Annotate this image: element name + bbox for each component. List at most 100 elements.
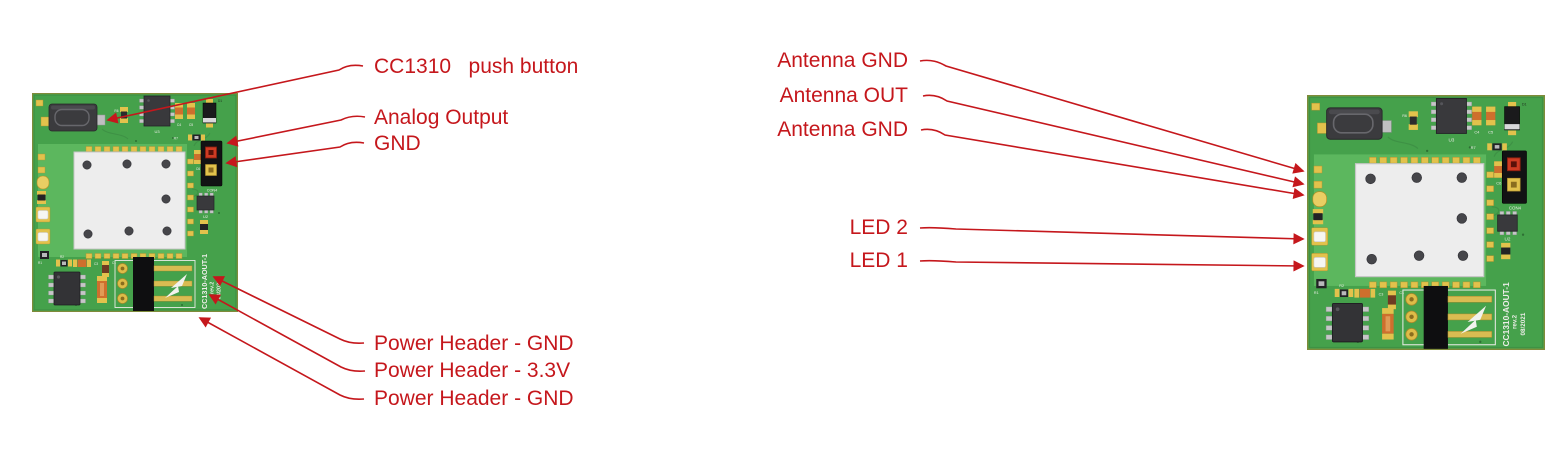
capacitor-bulk: [1382, 308, 1394, 340]
svg-text:R7: R7: [1471, 145, 1476, 150]
led-2: [1311, 227, 1329, 246]
svg-text:CON4: CON4: [1509, 206, 1522, 211]
diode-d1: D1: [1504, 101, 1527, 136]
label-cc1310-push-button: CC1310 push button: [374, 55, 579, 78]
resistor-r1: R1: [38, 251, 49, 265]
resistor-r7: R7: [174, 134, 205, 141]
svg-text:rev.2: rev.2: [210, 282, 216, 294]
svg-text:C3: C3: [94, 262, 98, 266]
leader-antenna-out: [922, 94, 1305, 188]
ic-eeprom: [1325, 302, 1369, 343]
module-pads-bottom: [85, 253, 183, 259]
svg-text:R6: R6: [1402, 114, 1407, 118]
resistor-r2: R2: [1334, 284, 1354, 298]
antenna-out-pad: [1312, 191, 1327, 208]
gnd-pad: [1507, 177, 1521, 192]
svg-text:D1: D1: [218, 99, 222, 103]
svg-text:08/2021: 08/2021: [1520, 312, 1527, 335]
capacitor-c6: C6: [194, 150, 202, 171]
svg-text:C4: C4: [1474, 129, 1480, 134]
led-1: [35, 228, 51, 245]
module-holes: [1365, 172, 1469, 265]
svg-text:R2: R2: [60, 255, 64, 259]
svg-text:C1: C1: [112, 261, 116, 265]
push-button: [40, 103, 106, 132]
svg-text:U3: U3: [154, 129, 160, 134]
leader-power-gnd-bottom: [198, 317, 365, 401]
capacitor-c3: C3: [73, 259, 98, 267]
label-antenna-out: Antenna OUT: [779, 84, 908, 107]
antenna-gnd-pad-bottom: [1313, 180, 1323, 189]
module-pads-top: [85, 146, 183, 152]
resistor-r6: R6: [1402, 111, 1418, 130]
ic-u3: U3: [1431, 98, 1472, 143]
svg-text:U3: U3: [1448, 138, 1454, 143]
resistor-d3: [1501, 242, 1511, 260]
label-led2: LED 2: [849, 216, 908, 239]
gnd-pad: [205, 164, 217, 176]
analog-output-pad: [1506, 157, 1521, 172]
led-2: [35, 206, 51, 223]
module-holes: [82, 159, 172, 239]
module-pads-top: [1369, 157, 1481, 164]
module-pads-right-column: [1486, 171, 1494, 262]
pcb-board-right: R1 R6 U3: [1307, 95, 1545, 350]
label-antenna-gnd-bottom: Antenna GND: [777, 118, 908, 141]
resistor-r7: R7: [1471, 143, 1507, 151]
power-header-body: [133, 257, 154, 311]
resistor-r1: R1: [1314, 278, 1327, 295]
leader-antenna-gnd-top: [919, 59, 1305, 174]
capacitor-c1: C1: [1387, 290, 1404, 310]
resistor-d3: [200, 220, 208, 234]
corner-pad: [1311, 102, 1320, 111]
svg-text:R1: R1: [1314, 291, 1319, 295]
label-power-gnd-top: Power Header - GND: [374, 332, 574, 355]
svg-text:CC1310-AOUT-1: CC1310-AOUT-1: [1501, 282, 1511, 347]
leader-antenna-gnd-bottom: [920, 128, 1305, 199]
resistor-r2: R2: [56, 255, 72, 267]
svg-text:rev.2: rev.2: [1512, 314, 1519, 329]
svg-text:R2: R2: [1339, 284, 1344, 288]
svg-text:C3: C3: [1379, 292, 1384, 296]
svg-text:C5: C5: [1488, 129, 1494, 134]
svg-text:08/2021: 08/2021: [217, 280, 223, 300]
ic-eeprom: [48, 271, 86, 306]
svg-text:R7: R7: [174, 137, 178, 141]
label-antenna-gnd-top: Antenna GND: [777, 49, 908, 72]
resistor-r4: [1312, 209, 1324, 225]
svg-text:C1: C1: [1399, 291, 1404, 295]
capacitor-c5: C5: [1486, 106, 1496, 134]
power-header: [1402, 285, 1496, 349]
leader-gnd: [225, 141, 365, 168]
power-silk-arrow: [165, 274, 187, 298]
label-power-gnd-bottom: Power Header - GND: [374, 387, 574, 410]
capacitor-c1: C1: [102, 261, 116, 277]
svg-text:CC1310-AOUT-1: CC1310-AOUT-1: [200, 254, 209, 309]
svg-text:C4: C4: [177, 123, 181, 127]
antenna-gnd-pad-bottom: [37, 166, 46, 174]
module-pads-bottom: [1369, 281, 1481, 288]
capacitor-c6: C6: [1494, 161, 1504, 186]
leader-analog-output: [226, 115, 366, 147]
label-power-3v3: Power Header - 3.3V: [374, 359, 571, 382]
svg-text:C6: C6: [1496, 181, 1502, 186]
ic-u2: U2: [1497, 211, 1518, 242]
antenna-out-pad: [36, 175, 50, 190]
push-button: [1317, 107, 1392, 140]
label-gnd: GND: [374, 132, 421, 155]
pcb-board-left: R1 R6 U3: [32, 93, 238, 312]
svg-text:D1: D1: [1522, 102, 1527, 106]
svg-text:C5: C5: [189, 123, 193, 127]
svg-text:U2: U2: [1505, 237, 1511, 242]
svg-text:U2: U2: [203, 214, 209, 219]
capacitor-bulk: [97, 276, 107, 303]
label-led1: LED 1: [849, 249, 908, 272]
silkscreen-title-block: CC1310-AOUT-1 rev.2 08/2021: [1501, 282, 1527, 347]
capacitor-c3: C3: [1354, 288, 1384, 298]
svg-text:C6: C6: [196, 167, 200, 171]
led-1: [1311, 253, 1329, 272]
leader-led2: [919, 226, 1305, 245]
analog-output-pad: [205, 146, 217, 159]
resistor-r4: [37, 191, 46, 204]
corner-pad: [35, 99, 44, 107]
